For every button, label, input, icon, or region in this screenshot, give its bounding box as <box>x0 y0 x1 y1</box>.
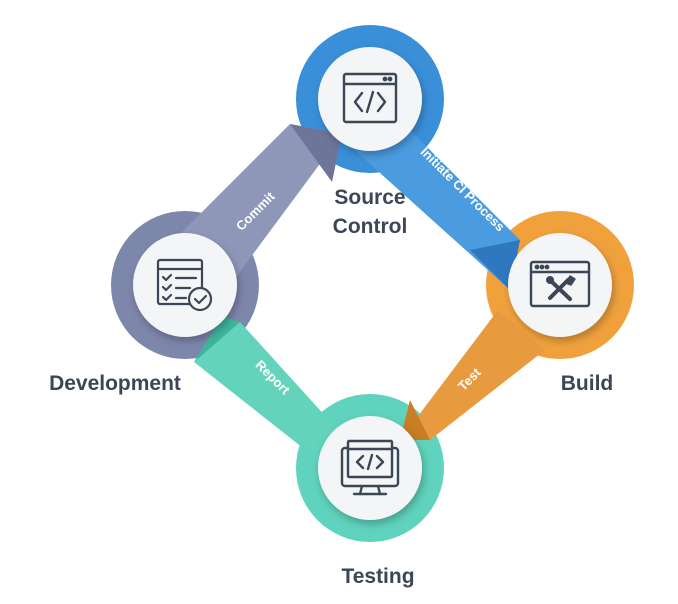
checklist-icon <box>156 258 213 312</box>
testing-label: Testing <box>341 565 414 588</box>
build-label: Build <box>561 372 614 395</box>
initiate-ci-arrow: Initiate CI Process <box>350 130 520 290</box>
build-node <box>508 233 612 337</box>
source-control-label-line2: Control <box>333 215 408 238</box>
tools-window-icon <box>529 260 591 308</box>
code-window-icon <box>342 72 398 124</box>
development-node <box>133 233 237 337</box>
development-label: Development <box>49 372 181 395</box>
source-control-label-line1: Source <box>334 186 405 209</box>
report-arrow: Report <box>194 316 338 452</box>
test-arrow: Test <box>400 310 545 440</box>
monitor-code-icon <box>340 439 400 496</box>
